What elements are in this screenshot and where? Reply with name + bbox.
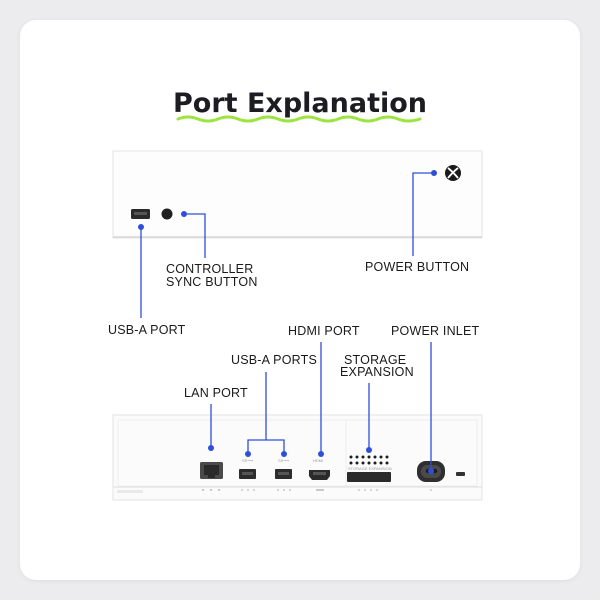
hdmi-port-label: HDMI PORT bbox=[288, 324, 360, 338]
controller-sync-label-line2: SYNC BUTTON bbox=[166, 275, 258, 289]
front-callout-lines bbox=[140, 172, 434, 318]
back-callout-dots bbox=[208, 445, 434, 474]
back-callout-lines bbox=[210, 342, 432, 471]
usb-a-ports-label: USB-A PORTS bbox=[231, 353, 317, 367]
hdmi-tag: HDMI bbox=[313, 458, 323, 463]
storage-expansion-port: STORAGE EXPANSION bbox=[347, 455, 392, 491]
lan-port-label: LAN PORT bbox=[184, 386, 248, 400]
power-button-label: POWER BUTTON bbox=[365, 260, 469, 274]
lan-port bbox=[200, 462, 223, 491]
storage-tag: STORAGE EXPANSION bbox=[348, 466, 392, 471]
hdmi-port: HDMI bbox=[309, 458, 330, 491]
xbox-logo-icon[interactable] bbox=[445, 165, 461, 181]
back-usb-port-2: SS⟶ bbox=[275, 458, 292, 491]
storage-label-line2: EXPANSION bbox=[340, 365, 414, 379]
usb2-tag: SS⟶ bbox=[278, 458, 289, 463]
lock-slot bbox=[456, 472, 465, 476]
front-callout-dots bbox=[138, 170, 437, 230]
sync-button[interactable] bbox=[161, 208, 173, 220]
usb-a-port-label: USB-A PORT bbox=[108, 323, 186, 337]
storage-pin-grid bbox=[349, 455, 389, 465]
power-inlet-label: POWER INLET bbox=[391, 324, 479, 338]
usb1-tag: SS⟶ bbox=[242, 458, 253, 463]
back-panel bbox=[112, 414, 483, 501]
storage-label-line1: STORAGE bbox=[344, 353, 406, 367]
page-title: Port Explanation bbox=[173, 88, 427, 119]
title-underline bbox=[176, 115, 422, 123]
front-panel bbox=[112, 150, 483, 239]
controller-sync-label-line1: CONTROLLER bbox=[166, 262, 253, 276]
back-usb-port-1: SS⟶ bbox=[239, 458, 256, 491]
